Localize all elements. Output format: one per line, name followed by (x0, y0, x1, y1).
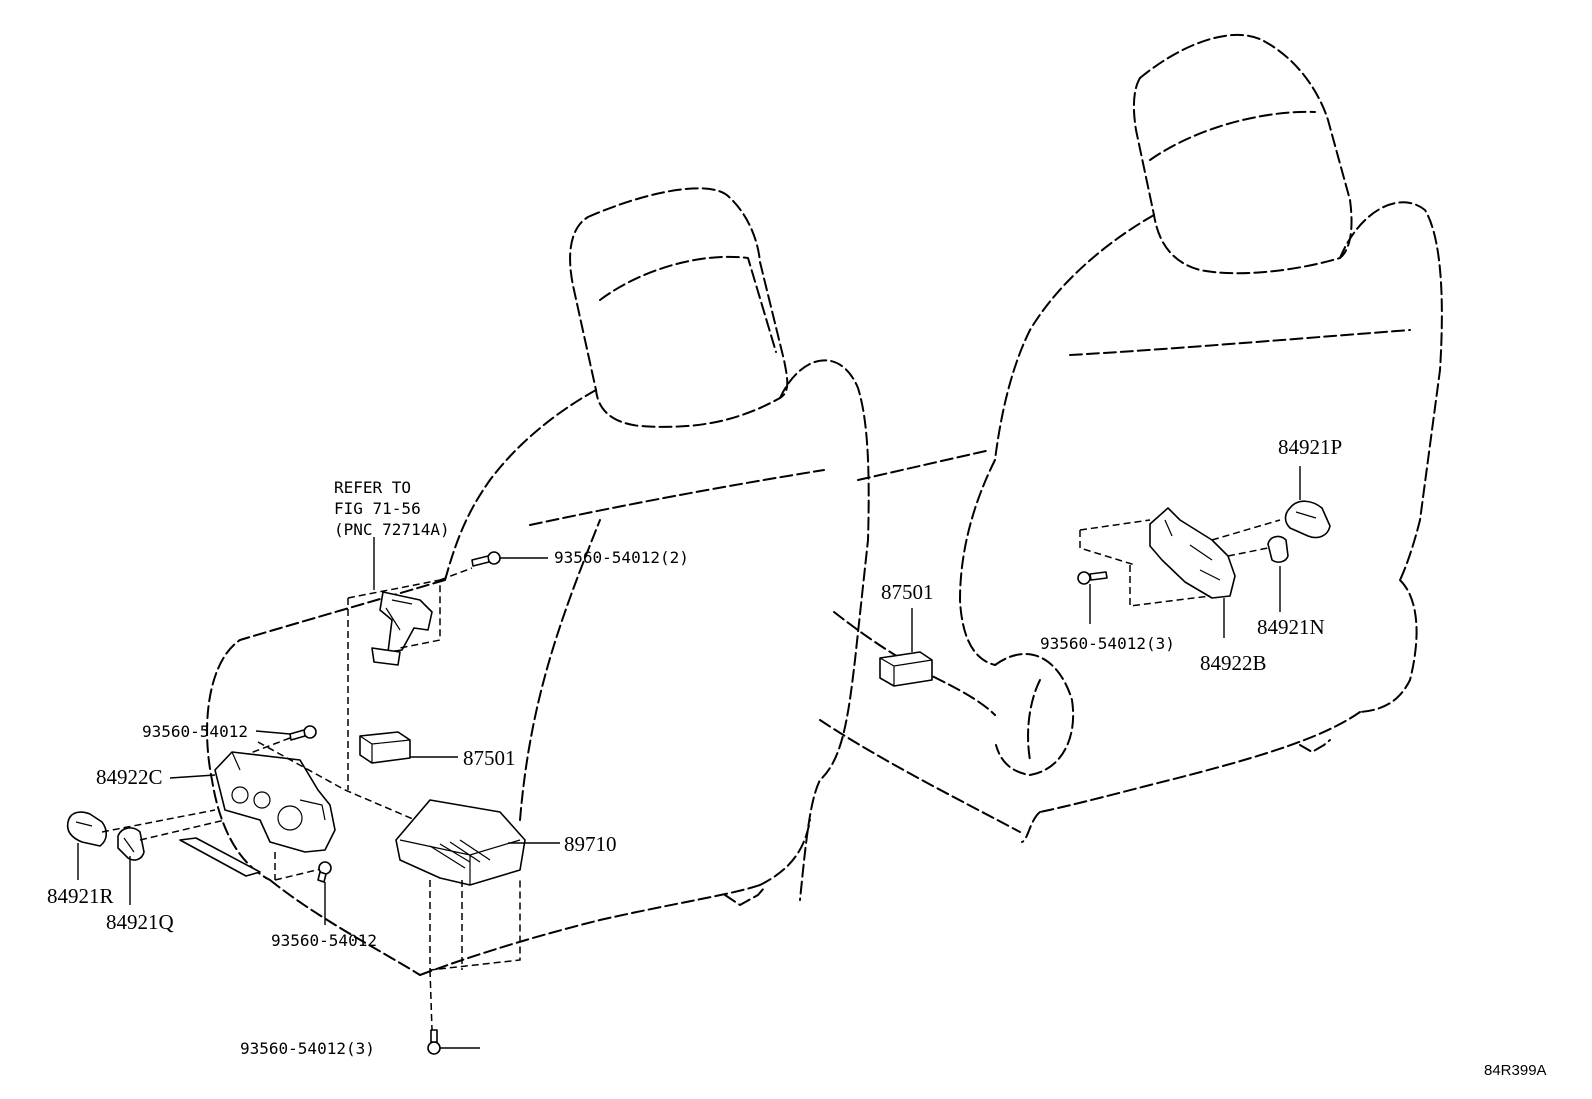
bracket-84922c[interactable] (214, 751, 336, 853)
refer-note-line3: (PNC 72714A) (334, 520, 450, 539)
switch-84921r[interactable] (66, 811, 108, 847)
bolt-icon-bottom (427, 1029, 441, 1055)
bracket-84922b-dash (1079, 519, 1281, 607)
label-84922b: 84922B (1200, 651, 1267, 675)
switch-84921q-dash (139, 819, 226, 841)
bolt-icon-left-upper (289, 725, 317, 741)
label-84921q: 84921Q (106, 910, 174, 934)
refer-note-line2: FIG 71-56 (334, 499, 421, 518)
ecu-dash-box (429, 878, 521, 1031)
switch-84921r-dash (101, 809, 216, 833)
bolt-icon-right (1077, 571, 1108, 585)
label-84922c: 84922C (96, 765, 163, 789)
label-bolt-left-lower: 93560-54012 (271, 931, 377, 950)
ecu-89710[interactable] (395, 799, 526, 886)
switch-84921n[interactable] (1267, 535, 1289, 563)
label-84921r: 84921R (47, 884, 114, 908)
switch-84921q[interactable] (117, 827, 145, 861)
figure-code: 84R399A (1484, 1062, 1547, 1079)
label-89710: 89710 (564, 832, 617, 856)
label-bolt-bottom: 93560-54012(3) (240, 1039, 375, 1058)
bolt-icon-left-lower (317, 861, 332, 883)
switch-84921n-dash (1227, 547, 1269, 557)
bolt-top-dash (439, 567, 473, 581)
label-87501-left: 87501 (463, 746, 516, 770)
label-84921n: 84921N (1257, 615, 1325, 639)
bolt-icon-top (471, 551, 501, 567)
harness-dash-box (347, 579, 441, 790)
label-87501-right: 87501 (881, 580, 934, 604)
label-bolt-top: 93560-54012(2) (554, 548, 689, 567)
right-seat-outline (959, 33, 1443, 843)
label-bolt-left-upper: 93560-54012 (142, 722, 248, 741)
floor-bar (179, 837, 261, 877)
refer-note-line1: REFER TO (334, 478, 411, 497)
switch-84921p[interactable] (1284, 500, 1331, 539)
bracket-84922c-dash (257, 741, 421, 881)
bracket-84922b[interactable] (1149, 507, 1236, 599)
wire-harness-part[interactable] (371, 591, 433, 666)
sensor-87501-right[interactable] (879, 651, 933, 687)
left-seat-outline (206, 187, 870, 976)
label-bolt-right: 93560-54012(3) (1040, 634, 1175, 653)
floor-lines (819, 449, 1021, 833)
label-84921p: 84921P (1278, 435, 1342, 459)
leader-lines (77, 466, 1301, 1049)
sensor-87501-left[interactable] (359, 731, 411, 764)
